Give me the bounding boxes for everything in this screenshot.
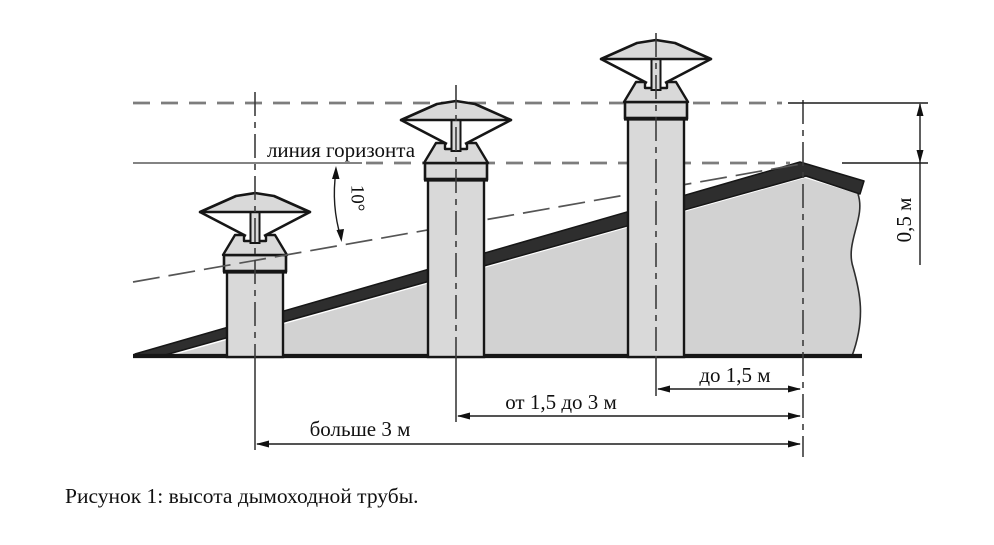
angle-arrow-up [332, 166, 340, 179]
dim-far-label: больше 3 м [310, 417, 411, 441]
angle-arc [333, 170, 342, 239]
distance-dimensions [256, 385, 801, 448]
figure-caption: Рисунок 1: высота дымоходной трубы. [65, 484, 419, 508]
angle-label: 10° [347, 185, 368, 212]
ridge-height-dimension [788, 102, 928, 265]
arrow-mid-right [788, 412, 801, 420]
chimney-near-body [626, 116, 686, 359]
angle-dimension [332, 166, 344, 242]
arrow-up [916, 103, 924, 116]
centerlines [254, 33, 804, 457]
dim-near-label: до 1,5 м [699, 363, 770, 387]
roof-surface [170, 178, 861, 356]
arrow-near-left [657, 385, 670, 393]
arrow-down [916, 150, 924, 163]
roof-wall-break-edge [850, 193, 862, 357]
arrow-near-right [788, 385, 801, 393]
arrow-far-left [256, 440, 269, 448]
ridge-height-label: 0,5 м [892, 198, 916, 243]
arrow-mid-left [457, 412, 470, 420]
angle-arrow-down [336, 229, 344, 242]
dim-mid-label: от 1,5 до 3 м [505, 390, 617, 414]
horizon-label: линия горизонта [267, 138, 416, 162]
arrow-far-right [788, 440, 801, 448]
